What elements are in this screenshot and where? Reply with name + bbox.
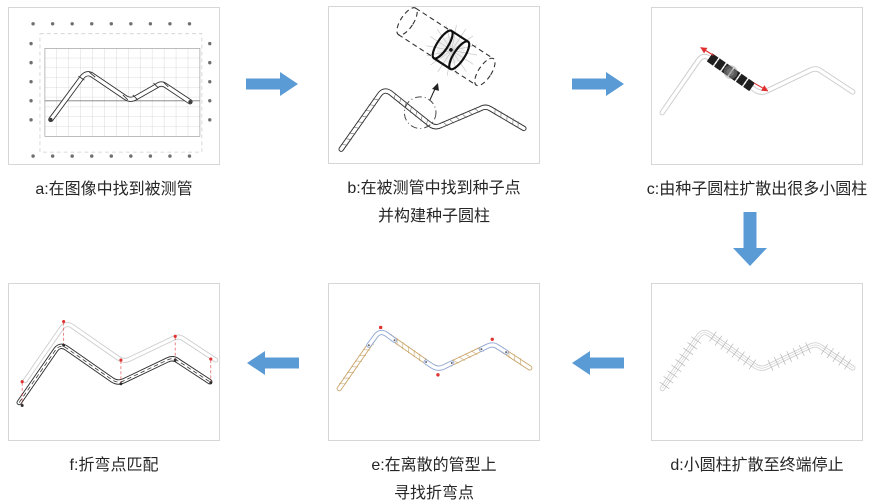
step-b: b:在被测管中找到种子点 并构建种子圆柱 [328,6,540,231]
caption-a: a:在图像中找到被测管 [35,181,193,198]
growth-direction-arrow-up [700,47,714,56]
step-c-illustration [651,7,863,165]
caption-b-line2: 并构建种子圆柱 [377,208,490,225]
seed-point-dot [449,48,453,52]
growth-direction-arrow-down [753,82,769,92]
seed-cylinder-image [338,7,527,152]
step-c: c:由种子圆柱扩散出很多小圆柱 [647,7,867,204]
bend-point-matching-image [16,319,219,407]
arrow-right-icon-b-to-c [572,71,624,97]
step-a-illustration [8,7,220,165]
step-f: f:折弯点匹配 [8,283,220,480]
step-d: d:小圆柱扩散至终端停止 [651,283,863,480]
caption-d: d:小圆柱扩散至终端停止 [670,457,844,474]
arrow-down-icon-c-to-d [733,212,767,266]
seed-cylinder-zoom [396,7,496,87]
small-cylinder-chain [706,53,755,92]
caption-b-line1: b:在被测管中找到种子点 [347,180,521,197]
step-a: a:在图像中找到被测管 [8,7,220,204]
arrow-left-icon-e-to-f [247,350,299,376]
step-e-illustration [328,283,540,441]
bend-point-dot [436,373,440,377]
calibration-grid-pipe-image [29,22,212,158]
bend-point-search-image [336,325,533,392]
match-connector-lines [21,322,212,405]
step-f-illustration [8,283,220,441]
bend-point-dot [490,337,494,341]
cylinder-diffusion-image [659,47,856,116]
bend-point-dot [379,325,383,330]
arrow-left-icon-d-to-e [572,350,624,376]
caption-e-line2: 寻找折弯点 [393,485,474,502]
caption-f: f:折弯点匹配 [69,457,159,474]
step-e: e:在离散的管型上 寻找折弯点 [328,283,540,503]
arrow-right-icon-a-to-b [246,71,298,97]
caption-c: c:由种子圆柱扩散出很多小圆柱 [646,181,868,198]
caption-e-line1: e:在离散的管型上 [371,457,497,474]
step-b-illustration [328,6,540,164]
diffused-cylinders-image [659,329,856,392]
step-d-illustration [651,283,863,441]
